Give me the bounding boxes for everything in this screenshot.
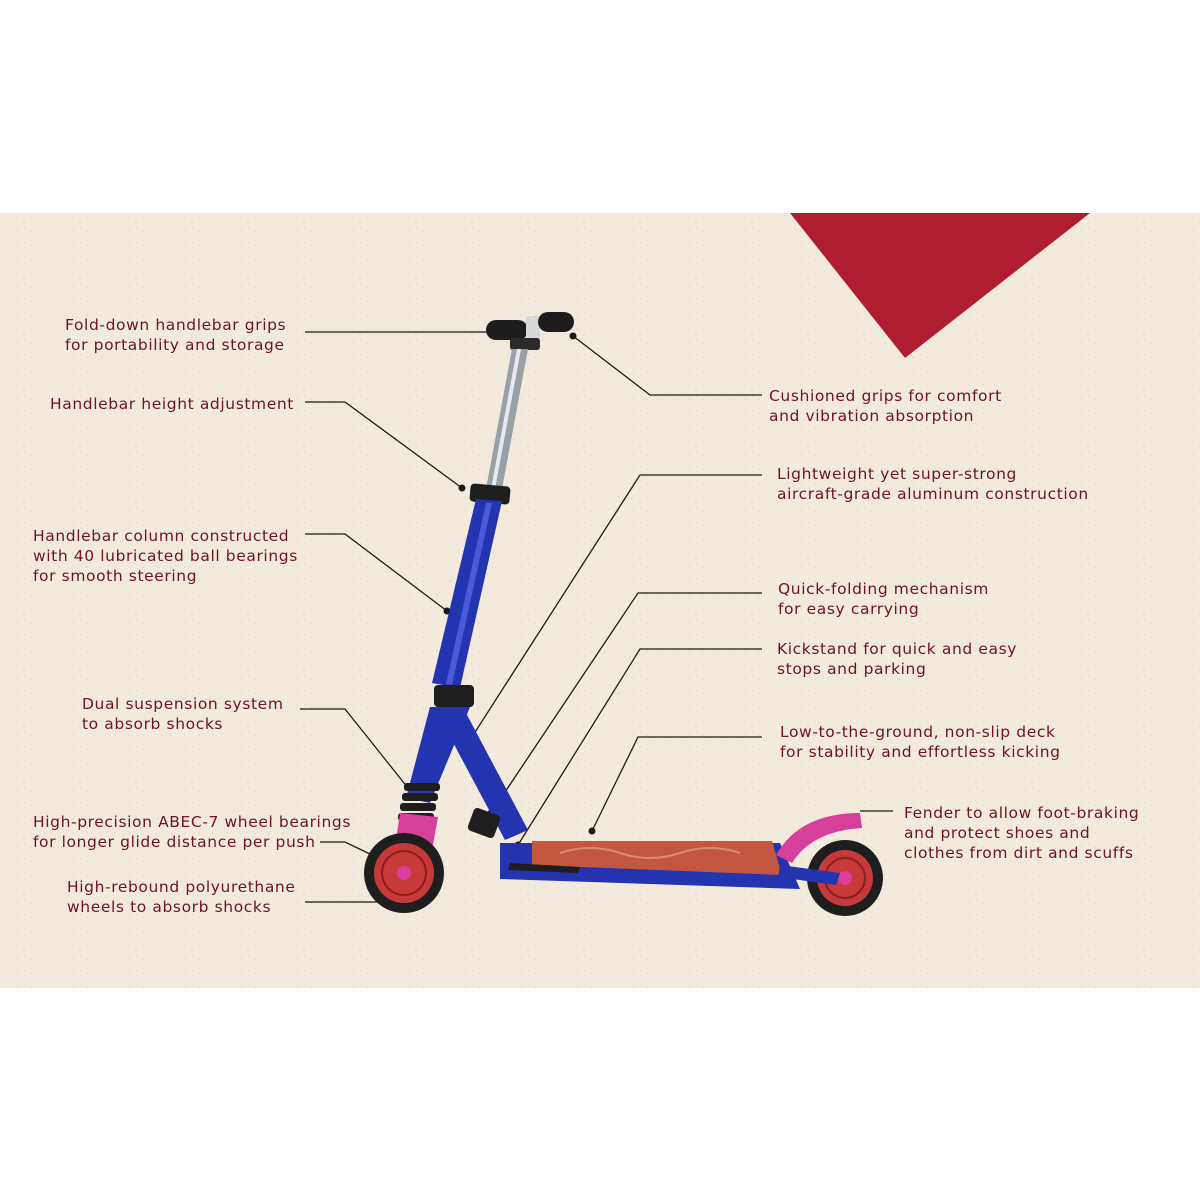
callout-suspension: Dual suspension system to absorb shocks	[82, 694, 284, 734]
callout-line: Fender to allow foot-braking	[904, 804, 1140, 822]
handlebar-joint	[510, 338, 540, 350]
callout-line: for longer glide distance per push	[33, 833, 316, 851]
callout-folding: Quick-folding mechanism for easy carryin…	[778, 579, 989, 619]
callout-line: and protect shoes and	[904, 824, 1091, 842]
handlebar-clamp	[526, 316, 540, 340]
callout-line: clothes from dirt and scuffs	[904, 844, 1134, 862]
front-wheel	[364, 833, 444, 913]
callout-line: Quick-folding mechanism	[778, 580, 989, 598]
callout-line: Lightweight yet super-strong	[777, 465, 1017, 483]
callout-line: High-rebound polyurethane	[67, 878, 296, 896]
callout-wheels: High-rebound polyurethane wheels to abso…	[67, 877, 295, 917]
callout-line: Low-to-the-ground, non-slip deck	[780, 723, 1056, 741]
folding-brace	[440, 713, 528, 840]
kickstand	[508, 863, 580, 873]
callout-fold-grips: Fold-down handlebar grips for portabilit…	[65, 315, 286, 355]
callout-line: Kickstand for quick and easy	[777, 640, 1018, 658]
feature-diagram-panel: Fold-down handlebar grips for portabilit…	[0, 213, 1200, 988]
callout-cushioned-grips: Cushioned grips for comfort and vibratio…	[769, 386, 1002, 426]
callout-line: for portability and storage	[65, 336, 285, 354]
callout-height-adjust: Handlebar height adjustment	[50, 394, 294, 414]
callout-aluminum: Lightweight yet super-strong aircraft-gr…	[777, 464, 1089, 504]
callout-line: Fold-down handlebar grips	[65, 316, 287, 334]
leader-dot-cushioned-grips	[569, 332, 577, 340]
callout-line: for stability and effortless kicking	[780, 743, 1061, 761]
callout-fender: Fender to allow foot-braking and protect…	[904, 803, 1139, 863]
callout-line: and vibration absorption	[769, 407, 975, 425]
callout-line: aircraft-grade aluminum construction	[777, 485, 1089, 503]
callout-line: to absorb shocks	[82, 715, 224, 733]
handlebar-grip-right	[538, 312, 574, 332]
leader-dot-column	[443, 607, 451, 615]
callout-bearings: High-precision ABEC-7 wheel bearings for…	[33, 812, 351, 852]
red-corner-triangle	[790, 213, 1090, 358]
callout-line: Dual suspension system	[82, 695, 284, 713]
callout-line: for easy carrying	[778, 600, 920, 618]
leader-column	[305, 533, 448, 612]
leader-aluminum	[469, 474, 762, 741]
scooter-illustration	[364, 312, 883, 916]
callout-line: stops and parking	[777, 660, 927, 678]
diagram-canvas	[0, 213, 1200, 988]
leader-dot-height-adjust	[458, 484, 466, 492]
leader-height-adjust	[305, 401, 463, 489]
height-clamp	[469, 483, 511, 505]
leader-folding	[490, 592, 762, 814]
callout-deck: Low-to-the-ground, non-slip deck for sta…	[780, 722, 1061, 762]
folding-hinge	[467, 808, 501, 838]
callout-line: High-precision ABEC-7 wheel bearings	[33, 813, 351, 831]
leader-kickstand	[517, 648, 762, 846]
rear-wheel	[807, 840, 883, 916]
callout-line: wheels to absorb shocks	[67, 898, 272, 916]
callout-column: Handlebar column constructed with 40 lub…	[33, 526, 298, 586]
leader-suspension	[300, 708, 413, 794]
callout-line: for smooth steering	[33, 567, 198, 585]
rear-fender	[776, 813, 862, 863]
leader-dot-deck	[588, 827, 596, 835]
callout-kickstand: Kickstand for quick and easy stops and p…	[777, 639, 1017, 679]
callout-line: Handlebar column constructed	[33, 527, 290, 545]
leader-deck	[591, 736, 762, 832]
handlebar-grip-left	[486, 320, 528, 340]
fold-collar	[434, 685, 474, 707]
leader-cushioned-grips	[572, 335, 762, 396]
callout-line: Handlebar height adjustment	[50, 395, 294, 413]
callout-line: Cushioned grips for comfort	[769, 387, 1002, 405]
callout-line: with 40 lubricated ball bearings	[33, 547, 298, 565]
